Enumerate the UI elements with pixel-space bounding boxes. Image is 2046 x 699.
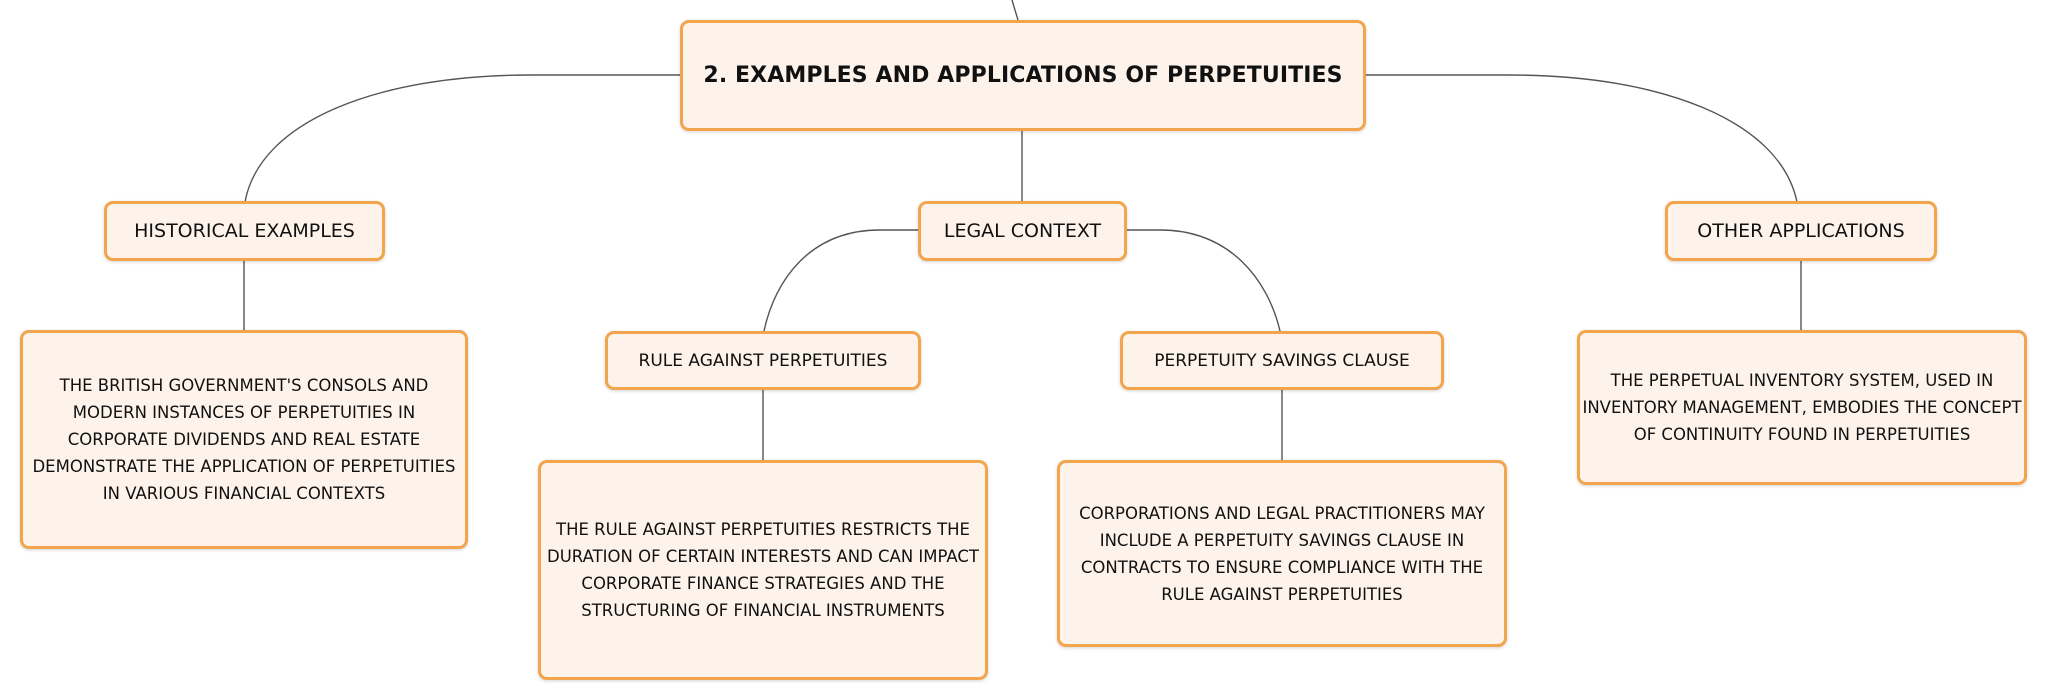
other-applications-node[interactable]: OTHER APPLICATIONS	[1665, 201, 1937, 261]
historical-examples-detail-node[interactable]: THE BRITISH GOVERNMENT'S CONSOLS AND MOD…	[20, 330, 468, 549]
other-applications-label: OTHER APPLICATIONS	[1697, 220, 1905, 242]
connector-root-other	[1366, 74, 1798, 203]
perpetuity-savings-clause-detail-node[interactable]: CORPORATIONS AND LEGAL PRACTITIONERS MAY…	[1057, 460, 1507, 647]
other-applications-detail-text: THE PERPETUAL INVENTORY SYSTEM, USED IN …	[1582, 371, 2022, 444]
historical-examples-label: HISTORICAL EXAMPLES	[134, 220, 355, 242]
legal-context-node[interactable]: LEGAL CONTEXT	[918, 201, 1127, 261]
perpetuity-savings-clause-label: PERPETUITY SAVINGS CLAUSE	[1154, 350, 1410, 371]
root-topic-title: 2. EXAMPLES AND APPLICATIONS OF PERPETUI…	[703, 63, 1343, 88]
rule-against-perpetuities-node[interactable]: RULE AGAINST PERPETUITIES	[605, 331, 921, 390]
perpetuity-savings-clause-detail-text: CORPORATIONS AND LEGAL PRACTITIONERS MAY…	[1079, 503, 1485, 604]
perpetuity-savings-clause-node[interactable]: PERPETUITY SAVINGS CLAUSE	[1120, 331, 1444, 390]
connector-root-historical	[244, 74, 680, 203]
legal-context-label: LEGAL CONTEXT	[943, 220, 1102, 242]
connector-parent-stub	[1011, 0, 1019, 21]
root-topic-node[interactable]: 2. EXAMPLES AND APPLICATIONS OF PERPETUI…	[680, 20, 1366, 131]
historical-examples-node[interactable]: HISTORICAL EXAMPLES	[104, 201, 385, 261]
connector-legal-savings	[1127, 229, 1281, 332]
rule-against-perpetuities-detail-text: THE RULE AGAINST PERPETUITIES RESTRICTS …	[546, 520, 980, 620]
other-applications-detail-node[interactable]: THE PERPETUAL INVENTORY SYSTEM, USED IN …	[1577, 330, 2027, 485]
rule-against-perpetuities-detail-node[interactable]: THE RULE AGAINST PERPETUITIES RESTRICTS …	[538, 460, 988, 680]
historical-examples-detail-text: THE BRITISH GOVERNMENT'S CONSOLS AND MOD…	[32, 376, 456, 503]
rule-against-perpetuities-label: RULE AGAINST PERPETUITIES	[638, 350, 888, 371]
connector-legal-rule	[763, 229, 918, 332]
